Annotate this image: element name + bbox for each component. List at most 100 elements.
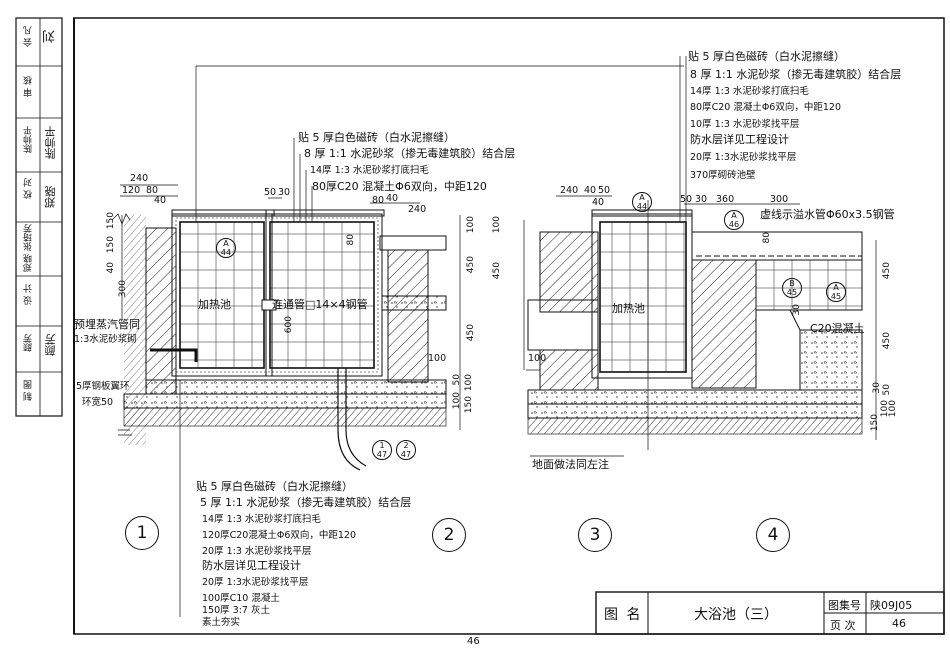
dim-3-mid-c: 360 xyxy=(716,194,735,205)
signature-1: 刘 xyxy=(43,30,58,43)
steam-pipe-label: 预埋蒸汽管同 xyxy=(74,318,140,331)
overflow-label: 虚线示溢水管Φ60x3.5钢管 xyxy=(760,208,895,221)
side-role-5: 郑晓 张琦芳 xyxy=(24,224,34,272)
dim-3-right-d: 50 xyxy=(882,384,892,396)
plate-label: 5厚钢板翼环 xyxy=(76,381,130,392)
atlas-no: 陕09J05 xyxy=(870,599,913,612)
dim-1-mid-d: 40 xyxy=(386,193,399,204)
pipe-label: 连通管□14×4钢管 xyxy=(272,298,368,311)
dim-1-left-c: 40 xyxy=(106,262,116,274)
callout-1-bottom-9: 150厚 3:7 灰土 xyxy=(202,605,270,616)
dim-1-left-a: 150 xyxy=(106,212,116,230)
callout-1-bottom-5: 20厚 1:3 水泥砂浆找平层 xyxy=(202,546,312,557)
dim-1-top-c: 80 xyxy=(146,185,159,196)
dim-1-right-a: 100 xyxy=(466,216,476,234)
callout-1-top-1: 贴 5 厚白色磁砖（白水泥擦缝） xyxy=(298,131,455,144)
pool-label-1: 加热池 xyxy=(198,298,231,311)
dim-1-right-c: 450 xyxy=(466,324,476,342)
dim-3-small-b: 30 xyxy=(792,304,802,316)
side-role-7: 颜芳 xyxy=(24,334,34,352)
dim-3-small-a: 80 xyxy=(762,232,772,244)
ref-2-47-top: 2 xyxy=(403,441,409,450)
ref-a-46-bottom: 46 xyxy=(728,220,740,229)
callout-1-bottom-8: 100厚C10 混凝土 xyxy=(202,593,280,604)
callout-3-top-4: 80厚C20 混凝土Φ6双向，中距120 xyxy=(690,102,841,113)
dim-1-top-a: 240 xyxy=(130,173,149,184)
dim-1-low-d: 150 xyxy=(464,396,474,414)
ref-a-44-1-bottom: 44 xyxy=(220,248,232,257)
callout-3-top-2: 8 厚 1:1 水泥砂浆（掺无毒建筑胶）结合层 xyxy=(690,68,902,81)
side-role-6: 设 计 xyxy=(24,284,34,305)
pool-label-3: 加热池 xyxy=(612,302,645,315)
callout-1-bottom-7: 20厚 1:3水泥砂浆找平层 xyxy=(202,577,309,588)
dim-1-mid-e: 240 xyxy=(408,204,427,215)
ref-a-46-top: A xyxy=(731,211,737,220)
ref-a-44-3-bottom: 44 xyxy=(636,202,648,211)
section-3-drawing xyxy=(523,56,877,457)
ref-a-44-3-top: A xyxy=(639,193,645,202)
callout-1-top-2: 8 厚 1:1 水泥砂浆（掺无毒建筑胶）结合层 xyxy=(304,147,516,160)
callout-3-top-7: 20厚 1:3水泥砂浆找平层 xyxy=(690,152,797,163)
dim-3-top-c: 50 xyxy=(598,185,611,196)
callout-1-bottom-2: 5 厚 1:1 水泥砂浆（掺无毒建筑胶）结合层 xyxy=(200,496,412,509)
ref-b-45-top: B xyxy=(789,279,795,288)
dim-3-mid-d: 300 xyxy=(770,194,789,205)
dim-3-right-g: 100 xyxy=(888,400,898,418)
dim-1-small: 80 xyxy=(346,234,356,246)
page-label: 页 次 xyxy=(830,619,856,632)
ref-1-47-bottom: 47 xyxy=(376,450,388,459)
signature-2: 陈帅平 xyxy=(44,126,57,159)
dim-1-mid-a: 50 xyxy=(264,187,277,198)
callout-3-top-1: 贴 5 厚白色磁砖（白水泥擦缝） xyxy=(688,50,845,63)
callout-1-bottom-3: 14厚 1:3 水泥砂浆打底扫毛 xyxy=(202,514,321,525)
dim-3-left-a: 100 xyxy=(492,216,502,234)
callout-1-top-4: 80厚C20 混凝土Φ6双向，中距120 xyxy=(312,180,487,193)
atlas-no-label: 图集号 xyxy=(828,599,861,612)
dim-3-top-a: 240 xyxy=(560,185,579,196)
callout-1-bottom-10: 素土夯实 xyxy=(202,617,241,628)
dim-3-left-c: 100 xyxy=(528,353,547,364)
dim-3-right-a: 450 xyxy=(882,262,892,280)
callout-1-bottom-4: 120厚C20混凝土Φ6双向，中距120 xyxy=(202,530,357,541)
side-role-8: 制 图 xyxy=(24,380,34,401)
dim-1-pool-h: 600 xyxy=(284,316,294,334)
dim-3-top-d: 40 xyxy=(592,197,605,208)
section-1-drawing xyxy=(111,65,684,617)
side-role-4: 校 对 xyxy=(24,178,34,199)
dim-1-right-b: 450 xyxy=(466,256,476,274)
concrete-label: C20混凝土 xyxy=(810,322,865,335)
ref-b-45-bottom: 45 xyxy=(786,288,798,297)
dim-3-top-b: 40 xyxy=(584,185,597,196)
drawing-name: 大浴池（三） xyxy=(694,607,778,623)
callout-3-top-6: 防水层详见工程设计 xyxy=(690,133,789,146)
callout-1-bottom-1: 贴 5 厚白色磁砖（白水泥擦缝） xyxy=(196,480,353,493)
detail-number-1: 1 xyxy=(125,516,159,550)
dim-1-low-e: 100 xyxy=(464,374,474,392)
signature-3: 郑晓 xyxy=(44,186,57,208)
side-role-1: 会 凡 xyxy=(24,26,34,47)
dim-1-left-b: 150 xyxy=(106,236,116,254)
dim-3-left-b: 450 xyxy=(492,262,502,280)
side-role-2: 审 核 xyxy=(24,76,34,97)
dim-1-low-a: 100 xyxy=(428,353,447,364)
callout-3-top-5: 10厚 1:3 水泥砂浆找平层 xyxy=(690,119,800,130)
callout-3-top-8: 370厚砌砖池壁 xyxy=(690,170,756,181)
ref-a-45-bottom: 45 xyxy=(830,292,842,301)
callout-1-bottom-6: 防水层详见工程设计 xyxy=(202,559,301,572)
dim-1-top-d: 40 xyxy=(154,195,167,206)
side-role-3: 陈帅平 xyxy=(24,126,34,153)
floor-note: 地面做法同左注 xyxy=(532,458,609,471)
detail-number-4: 4 xyxy=(756,518,790,552)
drawing-name-label: 图 名 xyxy=(604,607,643,623)
dim-1-top-b: 120 xyxy=(122,185,141,196)
dim-1-left-d: 300 xyxy=(118,280,128,298)
page-value: 46 xyxy=(892,617,906,630)
callout-1-top-3: 14厚 1:3 水泥砂浆打底扫毛 xyxy=(310,165,429,176)
